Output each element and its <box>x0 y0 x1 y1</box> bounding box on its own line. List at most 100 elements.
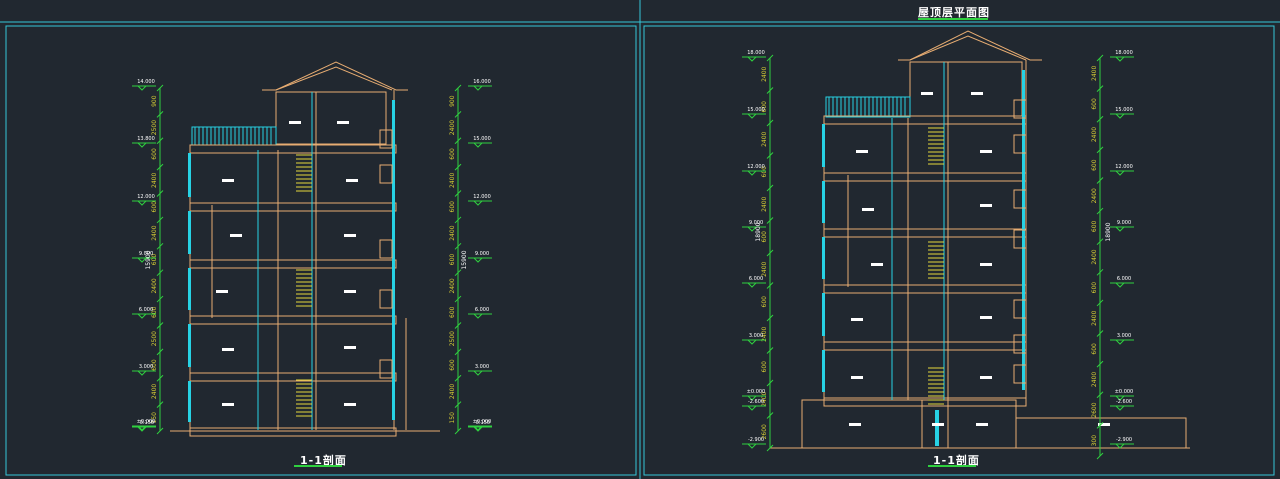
right-room-label <box>980 263 992 266</box>
right-section-left-dim-tick <box>766 314 774 322</box>
left-room-label <box>344 346 356 349</box>
right-room-label <box>980 316 992 319</box>
left-section-left-dim-tick <box>156 111 164 118</box>
left-section-left-dim-text: 900 <box>151 95 158 107</box>
right-room-label <box>932 423 944 426</box>
left-total-height: 15900 <box>145 250 152 269</box>
right-section-left-elev-text: 15.000 <box>747 107 765 113</box>
right-section-left-dim-tick <box>766 184 774 192</box>
right-section-left-dim-tick <box>766 152 774 159</box>
left-section-right-elev-text: 3.000 <box>475 364 489 370</box>
right-basement-extension <box>1015 417 1187 449</box>
left-drawing-frame <box>5 25 637 476</box>
left-section-left-dim-text: 600 <box>151 359 158 371</box>
left-section-right-dim-text: 150 <box>449 412 456 424</box>
right-side-window <box>1013 189 1027 209</box>
left-section-right-dim-text: 2400 <box>449 225 456 240</box>
right-room-label <box>980 150 992 153</box>
left-side-window <box>379 129 393 149</box>
right-section-right-dim-tick <box>1096 207 1104 215</box>
left-section-right-dim-text: 600 <box>449 306 456 318</box>
right-section-right-dim-text: 2400 <box>1091 310 1098 325</box>
right-section-right-dim-tick <box>1096 360 1104 368</box>
right-basement-glass <box>935 410 939 446</box>
left-section-right-elev-text: 6.000 <box>475 307 489 313</box>
right-section-right-dim-tick <box>1096 146 1104 154</box>
right-section-left-dim-text: 2600 <box>761 424 768 439</box>
left-section-left-dim-text: 600 <box>151 201 158 213</box>
right-facade-glass <box>822 124 825 167</box>
left-right-glass <box>392 100 395 420</box>
right-section-right-dim-tick <box>1096 54 1104 62</box>
right-section-right-dim-text: 2400 <box>1091 372 1098 387</box>
right-section-right-dim-tick <box>1096 330 1104 337</box>
right-room-label <box>921 92 933 95</box>
left-floor-slab <box>189 427 397 437</box>
left-section-left-dim-tick <box>156 348 164 356</box>
left-section-right-dim-text: 600 <box>449 359 456 371</box>
right-section-left-dim-tick <box>766 379 774 387</box>
left-section-left-dim-tick <box>156 374 164 382</box>
left-section-title: 1-1剖面 <box>300 454 347 467</box>
left-section-left-dim-text: 150 <box>151 412 158 424</box>
left-section-right-dim-tick <box>454 190 462 197</box>
left-section-left-elev-text: ±0.000 <box>137 419 156 425</box>
left-facade-glass <box>188 324 191 367</box>
left-section-right-elev-text: 15.000 <box>473 136 491 142</box>
right-section-left-dim-text: 2400 <box>761 66 768 81</box>
right-section-right-dim-text: 600 <box>1091 343 1098 355</box>
left-roof-inner <box>275 66 393 91</box>
right-floor-slab <box>823 397 1027 407</box>
left-section-left-dim-text: 600 <box>151 148 158 160</box>
right-section-left-dim-text: 2400 <box>761 196 768 211</box>
right-section-left-dim-text: 2400 <box>761 391 768 406</box>
left-section-left-dim-text: 600 <box>151 254 158 266</box>
left-section-right-dim-tick <box>454 401 462 408</box>
left-room-label <box>289 121 301 124</box>
right-section-right-dim-text: 600 <box>1091 282 1098 294</box>
left-section-left-dim-text: 2400 <box>151 278 158 293</box>
left-section-left-dim-tick <box>156 137 164 145</box>
left-section-left-elev-text: 3.000 <box>139 364 153 370</box>
left-section-left-dim-text: 2400 <box>151 173 158 188</box>
left-section-left-dim-text: 2500 <box>151 120 158 135</box>
right-section-left-dim-text: 600 <box>761 231 768 243</box>
right-section-left-elev-text: 6.000 <box>749 276 763 282</box>
left-section-right-dim-tick <box>454 84 462 92</box>
left-section-left-dim-tick <box>156 190 164 197</box>
right-facade-glass <box>822 237 825 279</box>
left-section-right-dim-tick <box>454 322 462 329</box>
right-section-right-dim-tick <box>1096 268 1104 276</box>
right-section-left-dim-tick <box>766 412 774 419</box>
left-room-label <box>222 403 234 406</box>
left-section-right-elev-text: 9.000 <box>475 251 489 257</box>
right-room-label <box>976 423 988 426</box>
right-section-left-dim-tick <box>766 347 774 354</box>
right-section-left-dim-tick <box>766 249 774 257</box>
right-section-left-dim-tick <box>766 217 774 224</box>
left-section-right-elev-text: ±0.000 <box>473 419 492 425</box>
right-section-right-elev-text: 9.000 <box>1117 220 1131 226</box>
right-section-left-dim-text: 2400 <box>761 131 768 146</box>
right-side-window <box>1013 134 1027 154</box>
right-section-right-elev-text: 3.000 <box>1117 333 1131 339</box>
left-section-left-dim-tick <box>156 322 164 329</box>
left-section-left-dim-tick <box>156 84 164 92</box>
right-section-title-underline <box>928 465 976 467</box>
left-section-right-dim-tick <box>454 216 462 224</box>
left-section-right-dim-tick <box>454 269 462 277</box>
left-room-label <box>230 234 242 237</box>
right-side-window <box>1013 334 1027 354</box>
right-section-left-dim-text: 2400 <box>761 261 768 276</box>
left-section-right-dim-tick <box>454 111 462 118</box>
right-section-right-elev-text: -2.600 <box>1116 399 1132 405</box>
right-section-left-elev-text: 12.000 <box>747 164 765 170</box>
left-section-left-dim-tick <box>156 216 164 224</box>
right-room-label <box>851 376 863 379</box>
left-section-left-dim-tick <box>156 295 164 303</box>
left-section-right-dim-text: 2500 <box>449 331 456 346</box>
left-room-label <box>346 179 358 182</box>
left-section-right-dim-text: 2400 <box>449 278 456 293</box>
right-section-left-elev-text: 3.000 <box>749 333 763 339</box>
